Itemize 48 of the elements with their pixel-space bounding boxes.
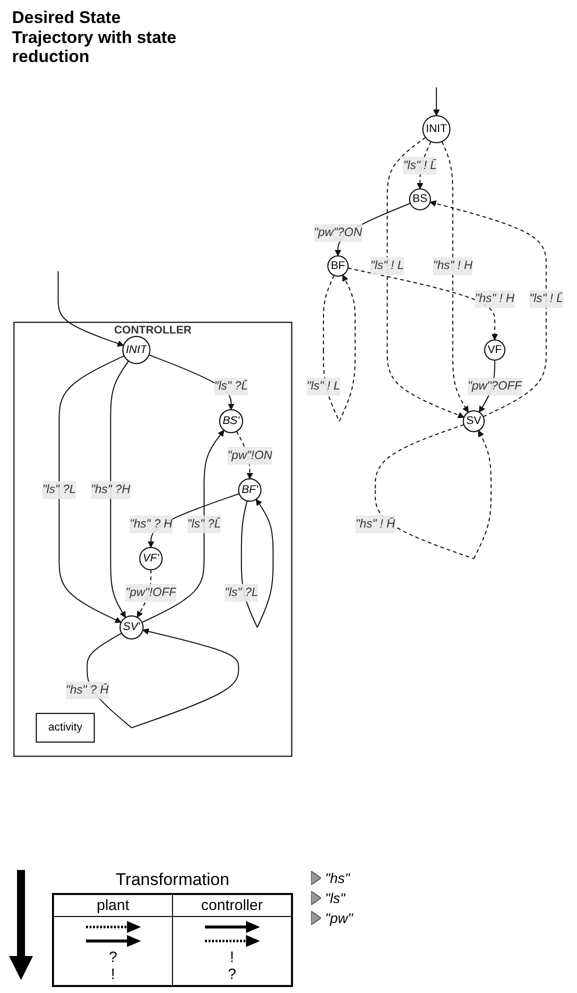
symbol-text: ! bbox=[110, 966, 116, 983]
arrow bbox=[58, 354, 124, 623]
edge-label: "ls" ?L̄ bbox=[187, 517, 221, 530]
arrow bbox=[386, 136, 464, 418]
node-box: activity bbox=[36, 712, 95, 742]
edge-label: "hs" ! H bbox=[474, 292, 515, 305]
edge-label: "pw"?ON bbox=[314, 226, 362, 238]
node-circle: SV' bbox=[120, 615, 144, 640]
diagram-title: Desired State Trajectory with state reduction bbox=[12, 8, 178, 67]
edge-label: "hs" ! H̄ bbox=[356, 517, 396, 530]
port-label: "pw" bbox=[325, 910, 353, 926]
port-label: "ls" bbox=[325, 890, 346, 906]
arrow bbox=[430, 200, 547, 417]
edge-label: "hs" ! H bbox=[432, 258, 473, 272]
node-circle: INIT bbox=[422, 114, 450, 143]
node-circle: BS' bbox=[219, 408, 244, 433]
table-title: Transformation bbox=[116, 870, 230, 890]
edge-label: "ls" ?L bbox=[42, 482, 76, 496]
edge-label: "pw"!ON bbox=[227, 448, 272, 462]
arrow bbox=[148, 492, 240, 548]
arrow bbox=[142, 430, 224, 623]
symbol-text: ? bbox=[228, 966, 236, 983]
arrow bbox=[348, 267, 498, 340]
column-header: controller bbox=[201, 897, 263, 914]
symbol-text: ? bbox=[108, 949, 118, 966]
edge-label: "hs" ? H̄ bbox=[66, 683, 109, 696]
column-header: plant bbox=[96, 897, 130, 914]
node-circle: VF' bbox=[139, 546, 163, 570]
edge-label: "hs" ?H bbox=[90, 482, 130, 496]
edge-label: "ls" ! L bbox=[370, 258, 404, 272]
edge-label: "hs" ? H bbox=[129, 517, 172, 530]
arrow bbox=[110, 360, 130, 618]
edge-label: "ls" ?L bbox=[224, 586, 258, 598]
arrow bbox=[441, 140, 469, 412]
node-circle: VF bbox=[484, 338, 506, 360]
symbol-text: ! bbox=[230, 949, 234, 966]
edge-label: "ls" ?L̄ bbox=[214, 380, 248, 392]
node-circle: BS bbox=[409, 188, 431, 210]
arrow bbox=[374, 424, 492, 559]
edge-label: "ls" ! L bbox=[306, 380, 340, 392]
node-circle: SV bbox=[462, 410, 485, 432]
arrow bbox=[58, 270, 124, 346]
port-label: "hs" bbox=[325, 870, 350, 886]
edge-label: "ls" ! L̄ bbox=[403, 158, 437, 172]
edge-label: "ls" ! L̄ bbox=[529, 292, 564, 305]
arrow bbox=[433, 87, 440, 116]
node-circle: BF bbox=[327, 255, 349, 276]
node-circle: BF' bbox=[238, 478, 262, 502]
